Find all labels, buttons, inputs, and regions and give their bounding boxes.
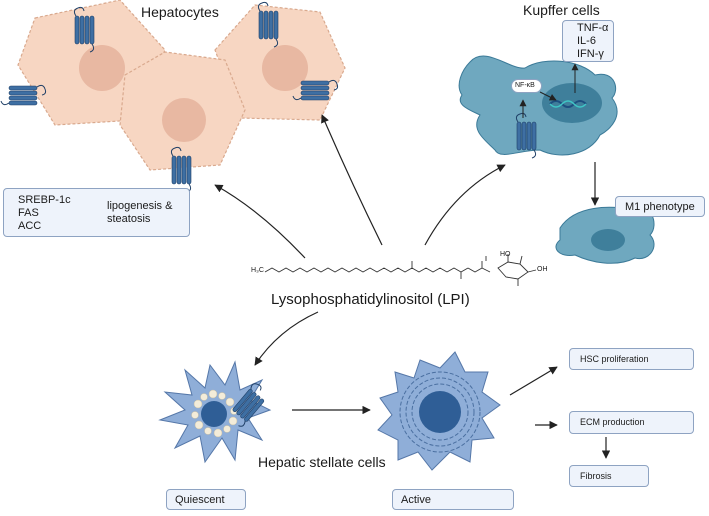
fibrosis-label: Fibrosis: [580, 471, 612, 481]
quiescent-stellate-cell: [158, 360, 272, 464]
m1-nucleus: [591, 229, 625, 251]
hepatocyte-group: [0, 0, 346, 193]
dna-icon: [549, 100, 587, 108]
lpi-to-hepatocytes-arrow: [214, 184, 306, 259]
m1-phenotype-label: M1 phenotype: [625, 201, 695, 213]
hepatocyte-gene-box: SREBP-1c FAS ACC lipogenesis & steatosis: [3, 188, 190, 237]
hepatocyte-nucleus: [262, 45, 308, 91]
active-box: Active: [392, 489, 514, 510]
active-stellate-cell: [377, 351, 501, 471]
hsc-label: Hepatic stellate cells: [258, 454, 386, 470]
ecm-production-box: ECM production: [569, 411, 694, 434]
kupffer-cells-label: Kupffer cells: [523, 2, 600, 18]
lpi-label: Lysophosphatidylinositol (LPI): [271, 291, 470, 308]
dna-icon: [549, 100, 587, 108]
active-nucleus: [419, 391, 461, 433]
active-to-proliferation-arrow: [509, 366, 558, 396]
quiescent-label: Quiescent: [175, 494, 225, 506]
lipid-droplets: [191, 389, 238, 438]
h3c-label: H₃C: [251, 267, 264, 274]
kupffer-cell-body: [458, 55, 618, 156]
cytokine-box: TNF-α IL-6 IFN-γ: [562, 20, 614, 62]
lpi-to-kupffer-arrow: [424, 164, 506, 246]
nfkb-to-dna-arrow: [539, 91, 557, 101]
hepatocyte-nucleus: [79, 45, 125, 91]
active-label: Active: [401, 494, 431, 506]
ecm-fibers: [399, 371, 481, 453]
m1-phenotype-box: M1 phenotype: [615, 196, 705, 217]
fibrosis-box: Fibrosis: [569, 465, 649, 487]
fatty-acid-chain: [264, 267, 448, 273]
hepatocytes-label: Hepatocytes: [141, 4, 219, 20]
quiescent-box: Quiescent: [166, 489, 246, 510]
inositol-ring: [497, 261, 529, 280]
lpi-structure: [264, 254, 537, 286]
quiescent-nucleus: [201, 401, 227, 427]
ho-label: HO: [500, 251, 511, 258]
hsc-proliferation-box: HSC proliferation: [569, 348, 694, 370]
arrows: [214, 114, 611, 459]
hsc-proliferation-label: HSC proliferation: [580, 354, 649, 364]
kupffer-cell: [458, 55, 618, 159]
lpi-to-quiescent-arrow: [254, 311, 319, 366]
hepatocyte-nucleus: [162, 98, 206, 142]
effect-steatosis: steatosis: [107, 213, 151, 225]
effect-lipogenesis: lipogenesis &: [107, 200, 173, 212]
gene-srebp1c: SREBP-1c: [18, 194, 71, 206]
oh-label: OH: [537, 266, 548, 273]
lpi-to-hepatocytes-upper-arrow: [321, 114, 383, 246]
nfkb-label: NF-κB: [515, 82, 535, 89]
cytokine-il6: IL-6: [577, 35, 596, 47]
ecm-production-label: ECM production: [580, 417, 645, 427]
nfkb-box: NF-κB: [511, 79, 542, 93]
cytokine-ifng: IFN-γ: [577, 48, 604, 60]
gene-fas: FAS: [18, 207, 39, 219]
gene-acc: ACC: [18, 220, 42, 232]
cytokine-tnf: TNF-α: [577, 22, 609, 34]
